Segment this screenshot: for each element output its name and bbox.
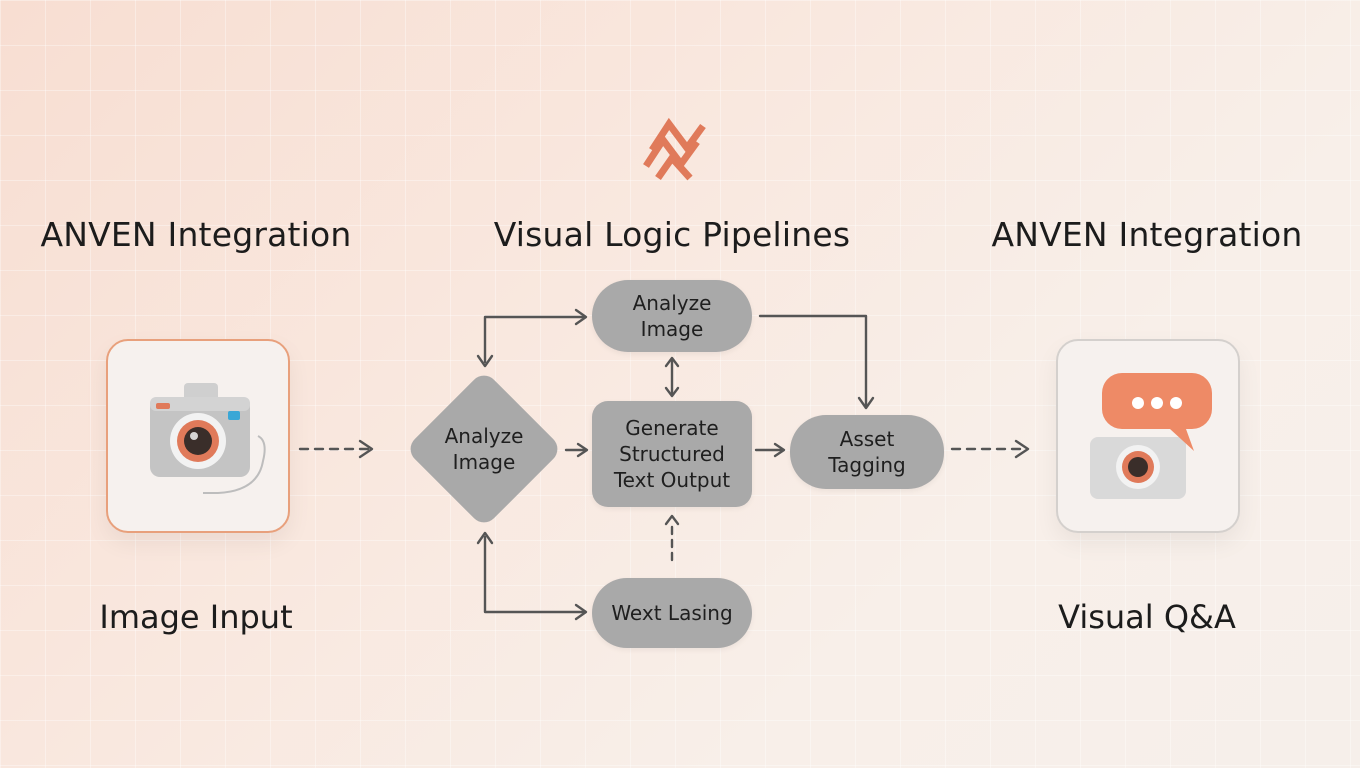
center-heading: Visual Logic Pipelines xyxy=(493,215,851,254)
generate-output-node[interactable]: Generate Structured Text Output xyxy=(592,401,752,507)
right-caption: Visual Q&A xyxy=(1058,598,1236,636)
camera-icon xyxy=(150,383,266,494)
left-caption: Image Input xyxy=(99,598,293,636)
analyze-diamond-label: Analyze Image xyxy=(444,424,524,474)
right-heading: ANVEN Integration xyxy=(991,215,1303,254)
left-heading: ANVEN Integration xyxy=(40,215,352,254)
analyze-image-node[interactable]: Analyze Image xyxy=(592,280,752,352)
image-input-card[interactable] xyxy=(106,339,290,533)
asset-tagging-node[interactable]: Asset Tagging xyxy=(790,415,944,489)
wext-lasing-node[interactable]: Wext Lasing xyxy=(592,578,752,648)
visual-qa-card[interactable] xyxy=(1056,339,1240,533)
chat-camera-icon xyxy=(1090,373,1212,499)
